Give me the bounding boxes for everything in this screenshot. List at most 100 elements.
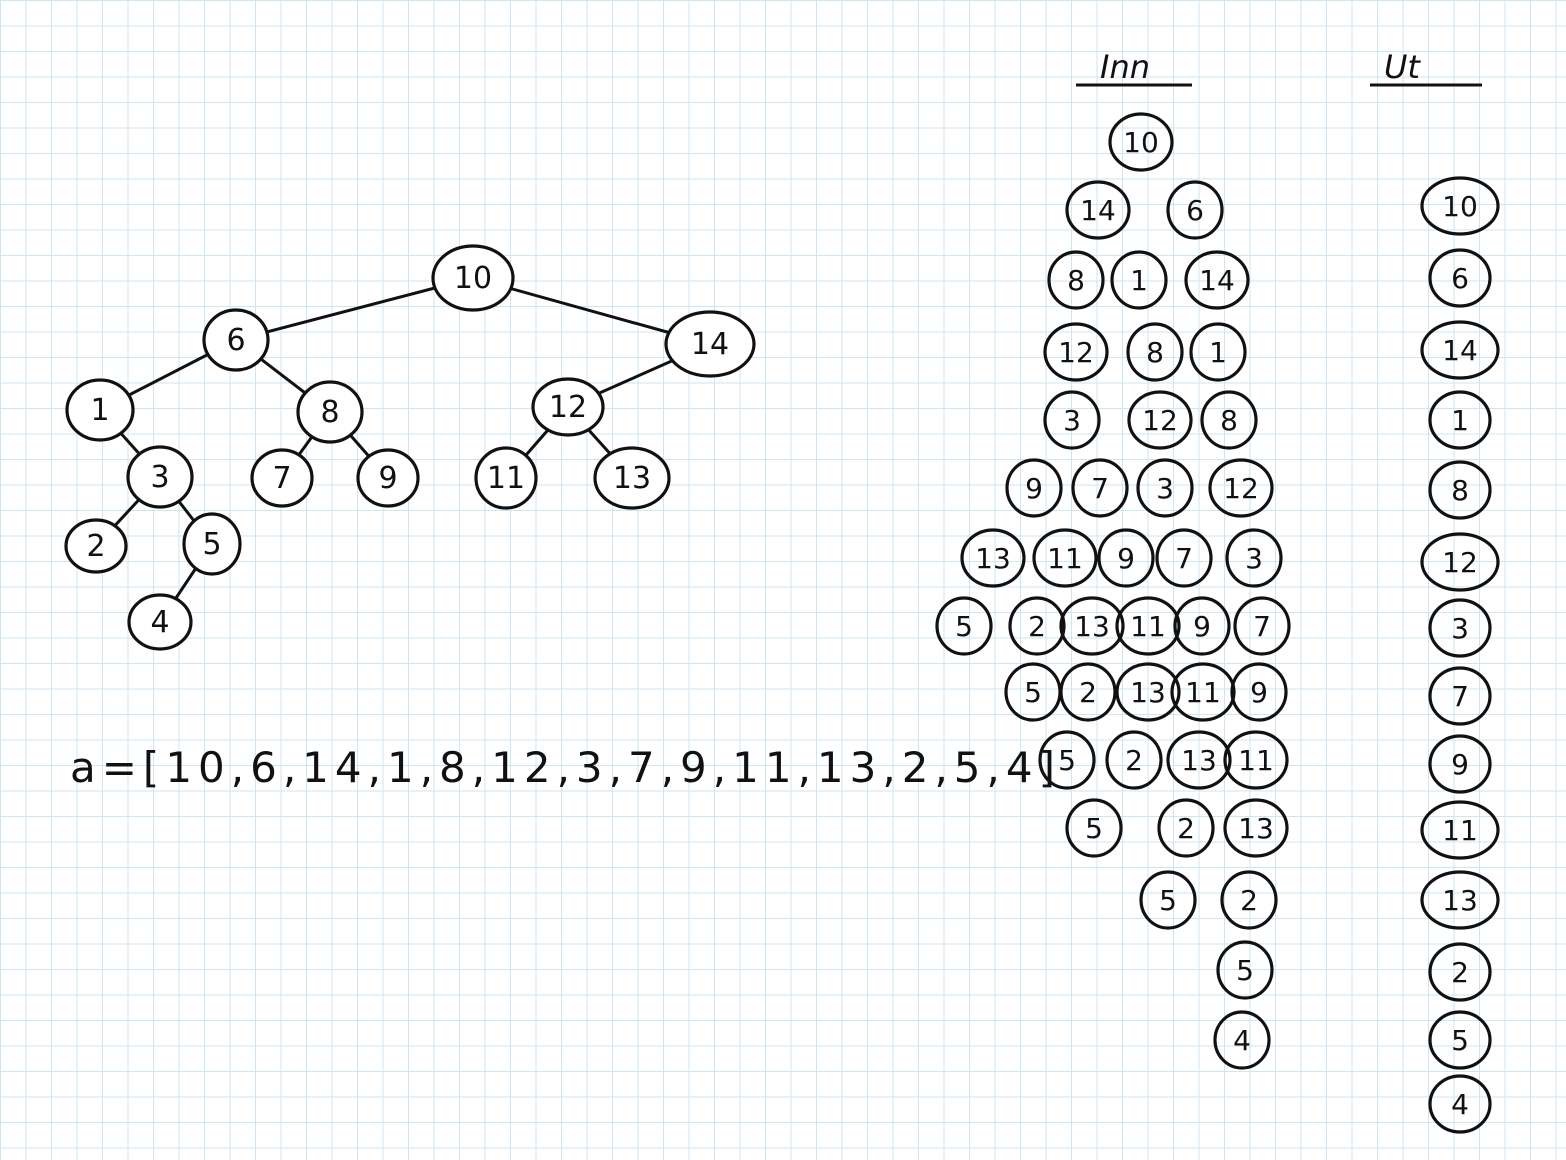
- node-label: 2: [1079, 676, 1097, 709]
- node-background: [433, 246, 513, 310]
- node-label: 8: [1067, 264, 1085, 297]
- node-circle: [960, 528, 1026, 588]
- node-circle: [664, 310, 756, 378]
- output-node-3: 3: [1428, 598, 1492, 658]
- queue-node-14: 14: [1184, 250, 1250, 310]
- node-label: 9: [1451, 748, 1469, 781]
- tree-node-8: 8: [296, 380, 364, 444]
- node-background: [358, 450, 418, 506]
- node-label: 7: [1253, 610, 1271, 643]
- node-background: [204, 310, 268, 370]
- node-circle: [1428, 942, 1492, 1002]
- node-circle: [1428, 460, 1492, 520]
- queue-node-5: 5: [1038, 730, 1096, 790]
- node-circle: [1220, 870, 1278, 930]
- node-circle: [1127, 390, 1193, 450]
- queue-node-9: 9: [1173, 596, 1231, 656]
- queue-header: Inn: [1100, 48, 1150, 86]
- node-circle: [1139, 870, 1197, 930]
- node-circle: [1059, 662, 1117, 722]
- node-label: 13: [1130, 676, 1166, 709]
- output-header: Ut: [1384, 48, 1421, 86]
- node-background: [595, 448, 669, 508]
- queue-node-7: 7: [1233, 596, 1291, 656]
- tree-node-3: 3: [126, 445, 194, 509]
- node-label: 5: [1159, 884, 1177, 917]
- node-label: 8: [1220, 404, 1238, 437]
- output-node-10: 10: [1420, 176, 1500, 236]
- node-circle: [1428, 598, 1492, 658]
- node-circle: [1420, 800, 1500, 860]
- node-circle: [1166, 180, 1224, 240]
- node-circle: [1208, 458, 1274, 518]
- node-label: 6: [1186, 194, 1204, 227]
- tree-node-14: 14: [664, 310, 756, 378]
- queue-node-2: 2: [1220, 870, 1278, 930]
- queue-node-9: 9: [1230, 662, 1288, 722]
- node-label: 7: [1091, 472, 1109, 505]
- tree-node-7: 7: [250, 448, 314, 508]
- node-circle: [1071, 458, 1129, 518]
- node-label: 13: [1074, 610, 1110, 643]
- queue-node-13: 13: [1223, 798, 1289, 858]
- node-label: 8: [320, 395, 339, 430]
- node-circle: [1043, 390, 1101, 450]
- node-label: 8: [1451, 474, 1469, 507]
- node-label: 5: [1085, 812, 1103, 845]
- node-label: 14: [1080, 194, 1116, 227]
- queue-node-1: 1: [1189, 322, 1247, 382]
- output-node-1: 1: [1428, 390, 1492, 450]
- node-label: 5: [1451, 1024, 1469, 1057]
- queue-node-3: 3: [1136, 458, 1194, 518]
- output-node-13: 13: [1420, 870, 1500, 930]
- queue-node-13: 13: [1166, 730, 1232, 790]
- node-background: [66, 520, 126, 572]
- node-label: 3: [150, 460, 169, 495]
- node-circle: [1200, 390, 1258, 450]
- output-node-2: 2: [1428, 942, 1492, 1002]
- node-label: 11: [1047, 542, 1083, 575]
- node-label: 3: [1245, 542, 1263, 575]
- queue-node-2: 2: [1008, 596, 1066, 656]
- node-circle: [1155, 528, 1213, 588]
- node-circle: [127, 593, 193, 651]
- queue-state-row: 10: [1108, 112, 1174, 172]
- node-circle: [1189, 322, 1247, 382]
- queue-node-12: 12: [1127, 390, 1193, 450]
- queue-node-5: 5: [1065, 798, 1123, 858]
- output-node-8: 8: [1428, 460, 1492, 520]
- node-circle: [1230, 662, 1288, 722]
- node-label: 13: [975, 542, 1011, 575]
- node-circle: [1216, 940, 1274, 1000]
- node-label: 5: [955, 610, 973, 643]
- output-node-7: 7: [1428, 666, 1492, 726]
- node-circle: [1038, 730, 1096, 790]
- node-label: 1: [1451, 404, 1469, 437]
- node-circle: [356, 448, 420, 508]
- queue-node-3: 3: [1043, 390, 1101, 450]
- output-node-5: 5: [1428, 1010, 1492, 1070]
- node-circle: [296, 380, 364, 444]
- node-circle: [1032, 528, 1098, 588]
- queue-state-row: 5: [1216, 940, 1274, 1000]
- node-circle: [1428, 248, 1492, 308]
- node-label: 4: [150, 605, 169, 640]
- node-circle: [182, 512, 242, 576]
- node-circle: [1233, 596, 1291, 656]
- node-circle: [1136, 458, 1194, 518]
- queue-node-13: 13: [960, 528, 1026, 588]
- queue-node-2: 2: [1157, 798, 1215, 858]
- queue-state-row: 4: [1213, 1010, 1271, 1070]
- tree-node-12: 12: [531, 377, 605, 437]
- node-circle: [1428, 1010, 1492, 1070]
- node-circle: [1428, 390, 1492, 450]
- node-label: 11: [1130, 610, 1166, 643]
